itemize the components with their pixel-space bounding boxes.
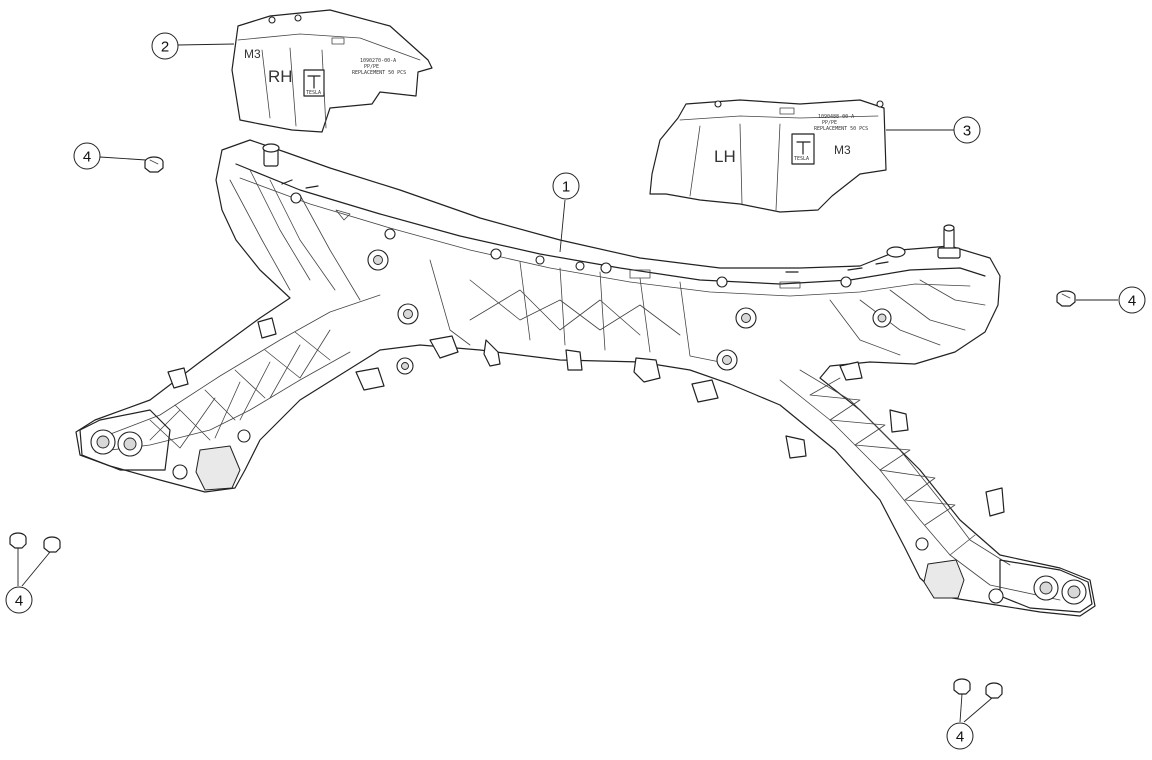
shield-lh-logo-box: TESLA — [791, 133, 815, 165]
frame-right-arm-lattice — [809, 377, 976, 556]
bolt-single-right — [1056, 290, 1076, 307]
callout-bolt-pair-bottom: 4 — [946, 722, 974, 750]
callout-shield-rh: 2 — [151, 32, 179, 60]
callout-shield-lh: 3 — [953, 116, 981, 144]
callout-bolt-single-left: 4 — [73, 142, 101, 170]
callout-label: 4 — [1128, 293, 1136, 310]
frame-outline — [75, 139, 1096, 617]
shield-lh-hole-a — [714, 100, 722, 108]
cross-member-frame — [75, 139, 1096, 617]
frame-left-foot — [79, 409, 251, 491]
shield-rh-slot — [331, 37, 345, 45]
shield-lh-side-mark: LH — [714, 147, 736, 166]
shield-lh-logo-text: TESLA — [794, 156, 809, 162]
callout-label: 4 — [83, 149, 91, 166]
shield-rh-hole-b — [294, 14, 302, 22]
frame-top-marks — [281, 179, 889, 289]
shield-rh-side-mark: RH — [268, 67, 293, 86]
frame-right-ear-ribs — [829, 279, 986, 356]
callout-label: 4 — [15, 593, 23, 610]
callout-label: 2 — [161, 39, 169, 56]
shield-rh-model-mark: M3 — [244, 47, 261, 61]
shield-rh-part-text: 1090270-00-A — [360, 58, 396, 64]
shield-rh: M3 RH TESLA 1090270-00-A PP/PE REPLACEME… — [231, 9, 433, 133]
frame-lower-tabs — [167, 317, 1005, 517]
frame-center-ribs — [469, 279, 681, 336]
tesla-logo-icon — [307, 75, 321, 89]
shield-rh-logo-text: TESLA — [306, 90, 321, 96]
shield-lh-hole-b — [876, 100, 884, 108]
frame-stud-right-base — [886, 246, 906, 258]
callout-frame: 1 — [552, 172, 580, 200]
shield-lh-ribs — [689, 123, 781, 211]
shield-lh-slot — [779, 107, 795, 115]
shield-lh-recycle-text: REPLACEMENT 50 PCS — [814, 126, 868, 132]
shield-rh-outline — [231, 9, 433, 133]
tesla-logo-icon — [796, 141, 811, 155]
callout-label: 4 — [956, 729, 964, 746]
frame-holes — [290, 192, 892, 375]
leader-lines — [17, 43, 1118, 723]
shield-lh: LH M3 TESLA 1090488-00-A PP/PE REPLACEME… — [649, 99, 887, 213]
shield-lh-part-text: 1090488-00-A — [818, 114, 854, 120]
shield-lh-model-mark: M3 — [834, 143, 851, 157]
shield-lh-top-edge — [679, 115, 879, 121]
bolt-single-left — [144, 156, 164, 173]
frame-top-rail-lower — [239, 177, 971, 297]
shield-rh-logo-box: TESLA — [303, 69, 325, 97]
frame-center-web — [429, 259, 721, 363]
callout-bolt-single-right: 4 — [1118, 286, 1146, 314]
frame-stud-right — [937, 224, 961, 259]
bolt-pair-bottom — [953, 678, 1003, 699]
shield-lh-material-text: PP/PE — [822, 120, 837, 126]
shield-rh-hole-a — [268, 16, 276, 24]
shield-lh-outline — [649, 99, 887, 213]
callout-label: 1 — [562, 179, 570, 196]
bolt-pair-left — [9, 532, 61, 553]
frame-right-foot — [915, 537, 1093, 613]
shield-rh-top-edge — [237, 33, 421, 61]
frame-top-rail — [235, 163, 986, 285]
callout-label: 3 — [963, 123, 971, 140]
frame-left-ear-ribs — [229, 169, 361, 301]
shield-rh-recycle-text: REPLACEMENT 50 PCS — [352, 70, 406, 76]
shield-rh-material-text: PP/PE — [364, 64, 379, 70]
frame-stud-left — [262, 143, 280, 167]
callout-bolt-pair-left: 4 — [5, 586, 33, 614]
